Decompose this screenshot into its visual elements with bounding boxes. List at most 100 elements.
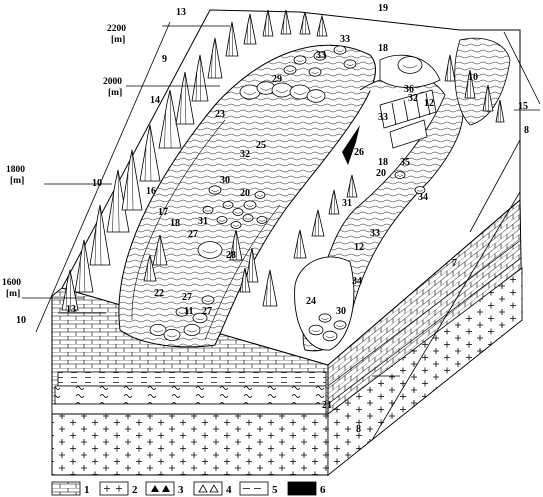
doline (414, 186, 426, 194)
label-n12a: 12 (424, 98, 434, 109)
label-n31a: 31 (198, 216, 208, 227)
label-n32b: 32 (408, 93, 418, 104)
label-n16: 16 (146, 186, 156, 197)
doline (308, 67, 322, 77)
label-n34b: 34 (352, 276, 362, 287)
label-n23: 23 (215, 109, 225, 120)
label-n36: 36 (404, 84, 414, 95)
doline (293, 55, 307, 65)
karst-peak (175, 71, 195, 125)
altitude-1600-unit: [m] (6, 289, 20, 299)
label-n29: 29 (272, 74, 282, 85)
karst-peak-hatch (447, 54, 451, 82)
karst-peak-hatch (156, 234, 161, 266)
label-n32a: 32 (240, 149, 250, 160)
karst-peak-hatch (349, 174, 353, 198)
doline (394, 171, 406, 179)
legend-item-4: 4 (193, 481, 232, 496)
label-n24: 24 (306, 296, 316, 307)
doline (283, 65, 297, 75)
doline (256, 216, 268, 224)
legend-item-3: 3 (145, 481, 184, 496)
karst-peak-hatch (112, 169, 120, 233)
karst-peaks (61, 9, 505, 311)
doline-rim (325, 335, 335, 338)
karst-peak-hatch (180, 71, 187, 125)
karst-peak (74, 239, 94, 293)
label-n13b: 13 (66, 304, 76, 315)
label-n12b: 12 (354, 242, 364, 253)
label-n10b: 10 (16, 315, 26, 326)
karst-peak-hatch (265, 9, 269, 37)
label-n20a: 20 (240, 188, 250, 199)
doline-rim (311, 329, 321, 332)
karst-peak-hatch (302, 11, 306, 35)
doline (318, 313, 332, 323)
doline (230, 221, 242, 229)
karst-peak-hatch (228, 21, 233, 57)
karst-peak-hatch (283, 9, 287, 35)
doline (333, 320, 347, 330)
label-n10c: 10 (468, 72, 478, 83)
altitude-2200-unit: [m] (111, 35, 125, 45)
karst-peak (139, 124, 161, 182)
altitude-1600: 1600 (2, 278, 21, 288)
doline-rim (311, 71, 319, 74)
doline-rim (293, 91, 307, 95)
doline (243, 200, 257, 210)
karst-peak-hatch (195, 54, 202, 102)
doline-rim (256, 194, 264, 197)
label-n25: 25 (256, 140, 266, 151)
karst-peak-hatch (314, 209, 319, 237)
label-n15: 15 (518, 101, 528, 112)
label-n8b: 8 (356, 424, 361, 435)
doline-rim (153, 329, 163, 333)
doline (308, 324, 324, 336)
doline-rim (204, 299, 212, 302)
doline-rim (260, 87, 272, 91)
doline (163, 328, 181, 341)
doline-rim (286, 69, 294, 72)
karst-peak-hatch (146, 254, 151, 282)
doline (175, 307, 189, 317)
coal-lens (342, 125, 360, 165)
karst-peak-hatch (246, 13, 251, 45)
karst-peak-hatch (164, 89, 172, 149)
label-n27b: 27 (182, 292, 192, 303)
karst-peak-hatch (467, 69, 471, 99)
label-n31b: 31 (342, 198, 352, 209)
doline (197, 241, 223, 259)
doline (208, 185, 222, 195)
doline-rim (178, 311, 186, 314)
doline-rim (187, 329, 197, 333)
karst-peak-hatch (79, 239, 86, 293)
label-n7: 7 (452, 258, 457, 269)
label-n22: 22 (154, 288, 164, 299)
doline (242, 214, 254, 222)
dimension-lines (22, 21, 541, 441)
label-n18a: 18 (378, 43, 388, 54)
doline-rim (232, 224, 240, 227)
legend: 1 2 3 4 5 6 (51, 481, 326, 496)
label-n18b: 18 (170, 218, 180, 229)
doline-rim (321, 317, 329, 320)
doline (333, 45, 347, 55)
label-n33d: 33 (370, 228, 380, 239)
doline-rim (346, 63, 354, 66)
doline (343, 59, 357, 69)
block-side-face (327, 198, 523, 477)
label-n18c: 18 (378, 157, 388, 168)
doline-rim (246, 204, 254, 207)
label-n30a: 30 (220, 175, 230, 186)
label-n33c: 33 (378, 112, 388, 123)
altitude-2200: 2200 (107, 24, 126, 34)
label-n11: 11 (184, 306, 193, 317)
doline-rim (402, 64, 418, 69)
altitude-1800: 1800 (6, 165, 25, 175)
legend-label-4: 4 (226, 484, 232, 496)
label-n14: 14 (150, 95, 160, 106)
legend-item-2: 2 (99, 481, 138, 496)
doline-rim (275, 89, 289, 93)
karst-peak (158, 89, 182, 149)
